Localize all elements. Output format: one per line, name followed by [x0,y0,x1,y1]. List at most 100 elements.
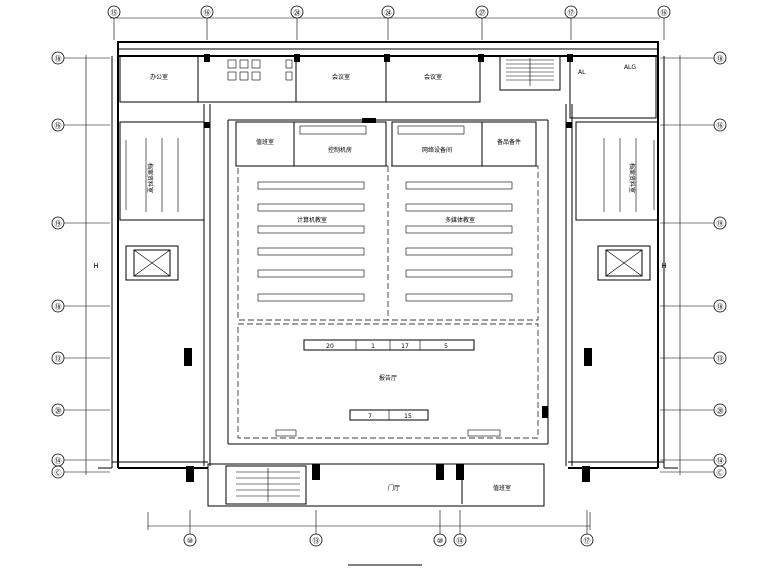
stage-tag: 5 [444,343,448,350]
desk-rows-left [257,181,365,302]
axis-bubble: Ⓒ [660,465,727,479]
svg-text:⑯: ⑯ [717,122,724,130]
room-label: 办公室 [150,73,168,81]
bottom-axis-bubbles: ⑩ ⑬ ⑩ ⑭ ⑰ [147,510,594,566]
axis-bubble: ⑭ [660,453,727,467]
axis-bubble: ㉗ [475,5,489,40]
svg-text:⑭: ⑭ [55,457,62,465]
left-axis-bubbles: ⑱ ⑯ ⑲ ⑱ ⑬ ⑳ ⑭ Ⓒ H [51,51,110,479]
room-label: 档案资料室 [628,163,636,193]
svg-text:⑰: ⑰ [584,537,591,545]
top-stair [506,58,554,86]
svg-text:⑬: ⑬ [717,355,724,363]
svg-text:⑲: ⑲ [55,220,62,228]
exterior-stubs [98,467,678,504]
axis-bubble: ⑲ [660,216,727,230]
toilet-block [227,59,293,81]
room-label: ALG [624,64,636,71]
svg-text:⑬: ⑬ [313,537,320,545]
counter-tag: 7 [368,413,372,420]
room-label: 控制机房 [328,146,352,154]
top-rooms: 办公室 会议室 会议室 ALG AL [119,55,657,119]
svg-text:⑳: ⑳ [55,407,62,415]
svg-text:⑯: ⑯ [204,9,211,17]
counter-tag: 15 [404,413,412,420]
svg-text:⑱: ⑱ [55,55,62,63]
axis-bubble: ⑩ [433,510,447,547]
room-label: 备品备件 [497,138,521,146]
desk-rows-right [405,181,513,302]
axis-bubble: ⑱ [660,299,727,313]
archive-room-left: 档案资料室 [119,121,205,221]
svg-text:⑰: ⑰ [568,9,575,17]
axis-bubble: ⑬ [309,510,323,547]
corridor-walls [203,104,573,466]
room-label: 值班室 [256,138,274,146]
axis-bubble: ⑯ [660,118,727,132]
top-axis-bubbles: ⑮ ⑯ ㉔ ㉔ ㉗ ⑰ ⑯ [107,5,671,40]
svg-text:㉗: ㉗ [479,9,486,17]
room-label: 门厅 [388,484,400,492]
axis-bubble: ⑱ [51,299,110,313]
axis-bubble: ⑬ [660,351,727,365]
svg-text:⑩: ⑩ [187,537,193,545]
axis-bubble: ⑯ [657,5,671,40]
svg-text:㉔: ㉔ [385,9,392,17]
classroom-block: 计算机教室 多媒体教室 [237,165,539,321]
axis-bubble: ㉔ [290,5,304,40]
middle-rooms: 值班室 控制机房 网络设备间 备品备件 [235,121,537,167]
right-axis-bubbles: ⑱ ⑯ ⑲ ⑱ ⑬ ⑳ ⑭ Ⓒ H [660,51,727,479]
axis-bubble: ⑳ [660,403,727,417]
axis-bubble: ⑱ [660,51,727,65]
svg-text:Ⓒ: Ⓒ [55,469,62,477]
room-label: 会议室 [424,73,442,81]
lecture-hall: 20 1 17 5 报告厅 7 15 [237,323,539,439]
stage-tag: 17 [401,343,409,350]
elevator-right [597,245,651,281]
bottom-rooms: 门厅 值班室 [207,463,545,507]
axis-bubble: Ⓒ [51,465,110,479]
axis-bubble: ⑰ [564,5,578,40]
svg-text:⑯: ⑯ [55,122,62,130]
stage-tag: 20 [326,343,334,350]
svg-text:㉔: ㉔ [294,9,301,17]
structural-columns [184,54,592,482]
room-label: 报告厅 [379,374,397,382]
svg-text:⑭: ⑭ [457,537,464,545]
room-label: 会议室 [332,73,350,81]
svg-text:Ⓒ: Ⓒ [717,469,724,477]
room-label: 档案资料室 [146,163,154,193]
elevator-left [125,245,179,281]
axis-bubble: ⑩ [183,510,197,547]
axis-bubble: ⑱ [51,51,110,65]
svg-text:⑩: ⑩ [437,537,443,545]
svg-text:⑱: ⑱ [55,303,62,311]
exterior-walls [111,41,665,469]
axis-bubble: ⑯ [200,5,214,40]
room-label: 计算机教室 [297,216,327,224]
svg-text:⑳: ⑳ [717,407,724,415]
room-label: 值班室 [493,484,511,492]
svg-text:⑱: ⑱ [717,55,724,63]
axis-bubble: ⑮ [107,5,121,40]
axis-bubble: ⑰ [580,510,594,547]
svg-text:⑭: ⑭ [717,457,724,465]
axis-bubble: ⑯ [51,118,110,132]
svg-text:⑲: ⑲ [717,220,724,228]
svg-text:⑱: ⑱ [717,303,724,311]
axis-bubble: ⑲ [51,216,110,230]
axis-bubble: ⑭ [453,510,467,547]
archive-room-right: 档案资料室 [575,121,659,221]
axis-bubble: ⑭ [51,453,110,467]
svg-text:⑮: ⑮ [111,9,118,17]
stage-tag: 1 [371,343,375,350]
svg-text:⑯: ⑯ [661,9,668,17]
room-label: 网络设备间 [422,146,452,154]
svg-text:⑬: ⑬ [55,355,62,363]
axis-bubble: ㉔ [381,5,395,40]
room-label: AL [578,69,586,76]
room-label: 多媒体教室 [445,216,475,224]
axis-bubble: ⑳ [51,403,110,417]
axis-bubble: ⑬ [51,351,110,365]
